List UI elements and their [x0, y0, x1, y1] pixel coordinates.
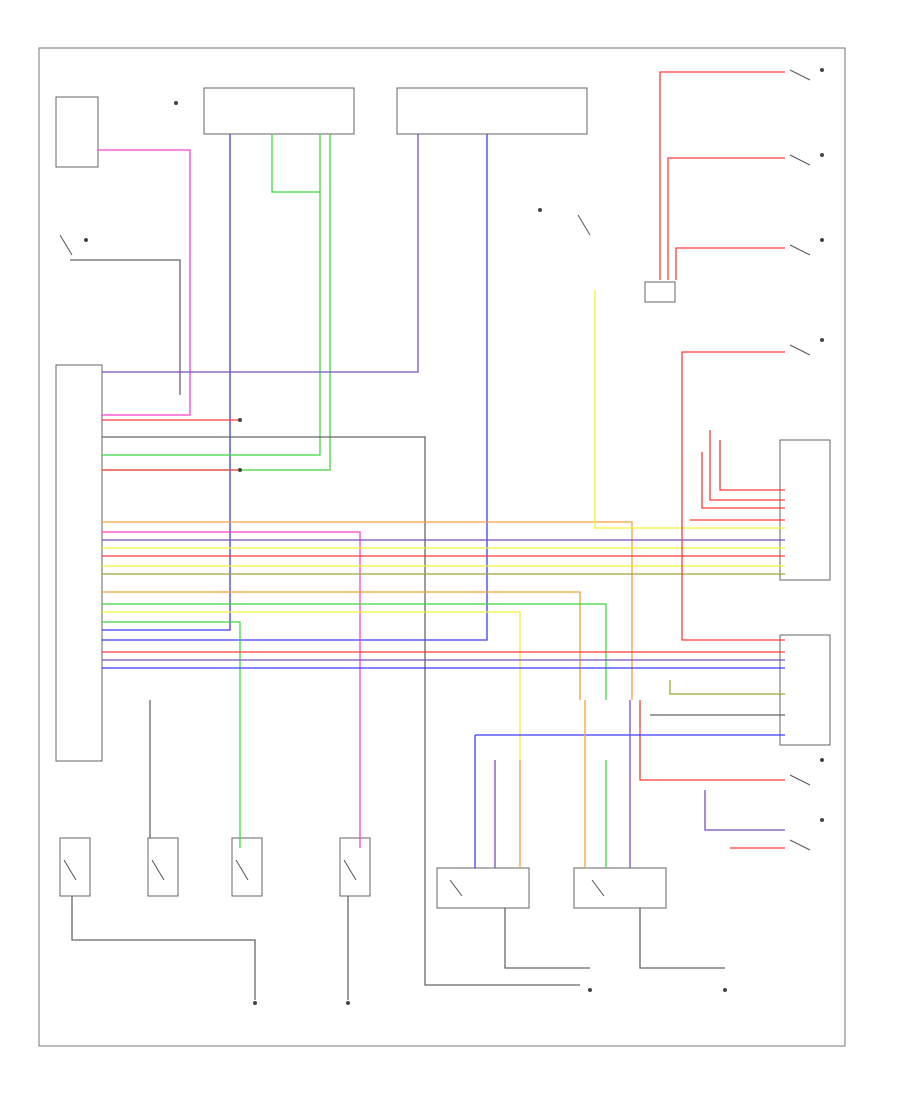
- wire-gray-row: [102, 436, 580, 986]
- wires: [70, 71, 785, 1000]
- terminal: [238, 418, 242, 422]
- wire-pink-bus: [102, 531, 361, 848]
- wire-gray-seat2: [70, 259, 181, 395]
- terminal: [588, 988, 592, 992]
- driver-seat-switch: [55, 96, 99, 168]
- wire-red-right3: [675, 247, 785, 280]
- wire-gray-ground4: [504, 908, 590, 969]
- occupant-sensor: [231, 837, 263, 897]
- wire-orange-bus2: [102, 591, 581, 700]
- srs-control-module: [55, 364, 103, 762]
- components: [55, 87, 831, 909]
- wire-blue-mid: [102, 134, 488, 641]
- wire-pink-seat: [98, 149, 191, 416]
- terminal: [820, 758, 824, 762]
- wire-blue-top: [102, 134, 231, 631]
- wire-green-bus2: [102, 621, 241, 848]
- wire-purple-right2: [704, 790, 785, 831]
- left-front-sensor: [59, 837, 91, 897]
- wire-gray-ground5: [639, 908, 725, 969]
- left-seat-belt-connector: [436, 867, 530, 909]
- spiral-cable: [644, 281, 676, 303]
- right-lower-connector: [779, 634, 831, 746]
- terminal: [84, 238, 88, 242]
- terminal: [820, 68, 824, 72]
- switch-symbols: [59, 69, 811, 897]
- terminals: [84, 68, 824, 1005]
- right-connector-block: [779, 439, 831, 581]
- terminal: [820, 818, 824, 822]
- wire-gray-ground2: [71, 896, 256, 1000]
- wire-red-right7: [719, 440, 785, 491]
- right-seat-belt-connector: [573, 867, 667, 909]
- terminal: [820, 153, 824, 157]
- fuse-block-right: [396, 87, 588, 135]
- wire-green-top3: [102, 192, 321, 456]
- wire-yellow-bus3: [102, 611, 521, 760]
- terminal: [538, 208, 542, 212]
- terminal: [723, 988, 727, 992]
- wire-orange-bus: [102, 521, 633, 700]
- wire-red-right9: [639, 700, 785, 781]
- terminal: [174, 101, 178, 105]
- terminal: [820, 238, 824, 242]
- terminal: [238, 468, 242, 472]
- wire-yellow-vert: [594, 290, 785, 529]
- terminal: [253, 1001, 257, 1005]
- passenger-sensor: [339, 837, 371, 897]
- wire-red-right4: [681, 351, 785, 641]
- fuse-block-left: [203, 87, 355, 135]
- wire-olive-right: [669, 680, 785, 695]
- wire-red-right6: [709, 430, 785, 501]
- wire-purple-top: [102, 134, 419, 373]
- wire-red-right1: [659, 71, 785, 280]
- terminal: [346, 1001, 350, 1005]
- wire-green-top1: [271, 134, 321, 193]
- right-front-sensor: [147, 837, 179, 897]
- diagram-frame: [38, 47, 846, 1047]
- wire-red-right2: [667, 157, 785, 280]
- wire-red-right5: [701, 452, 785, 509]
- terminal: [820, 338, 824, 342]
